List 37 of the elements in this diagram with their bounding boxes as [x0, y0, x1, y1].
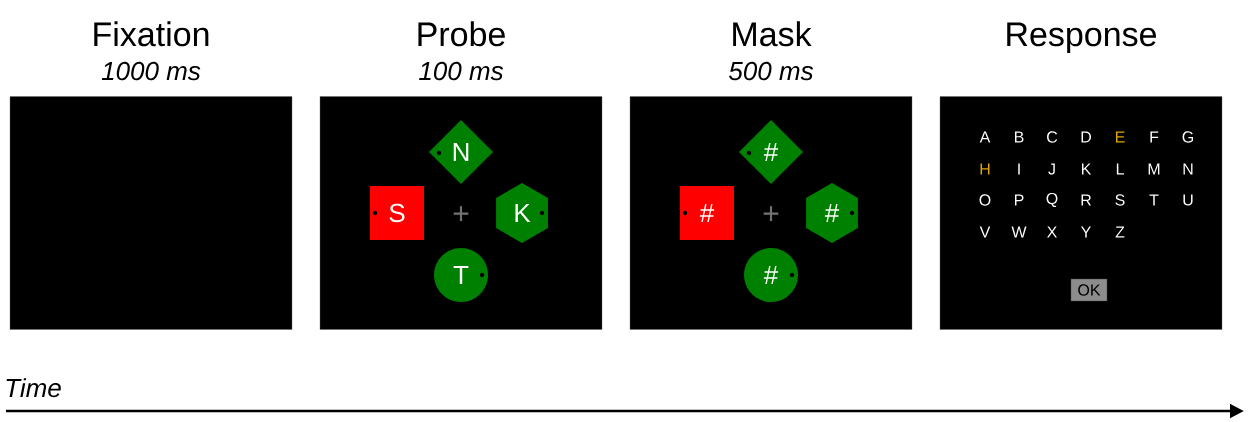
letter-option: J [1048, 163, 1055, 175]
letter-option: R [1081, 194, 1092, 206]
ok-button: OK [1070, 278, 1108, 302]
letter-option: I [1018, 163, 1020, 175]
letter-option: M [1148, 163, 1160, 175]
letter-option: W [1011, 226, 1027, 238]
letter-option: S [1115, 194, 1125, 206]
letter-option: N [1183, 163, 1193, 175]
letter-option: F [1150, 131, 1159, 143]
letter-option: K [1082, 163, 1092, 175]
title-text: Fixation [94, 21, 209, 47]
letter-option: C [1047, 131, 1058, 143]
letter-option: A [979, 131, 991, 143]
letter-option: X [1047, 226, 1057, 238]
letter-option: T [1149, 194, 1159, 206]
title-text: Response [1007, 22, 1156, 54]
letter-option: Y [1081, 226, 1091, 238]
letter-option: Z [1115, 226, 1125, 238]
letter-option: H [980, 163, 990, 175]
letter-option: G [1182, 131, 1193, 143]
letter-option: L [1116, 163, 1124, 175]
letter-option: U [1183, 194, 1193, 206]
letter-option: V [979, 226, 991, 238]
letter-option: E [1116, 131, 1125, 143]
letter-option: B [1015, 131, 1024, 143]
letter-option: Q [1046, 192, 1058, 208]
duration-text: 100 ms [419, 61, 504, 81]
duration-text: 1000 ms [101, 61, 201, 81]
fixation-cross: + [453, 206, 469, 221]
duration-text: 500 ms [728, 61, 814, 81]
letter-option: O [979, 194, 991, 206]
axis-label: Time [6, 378, 61, 398]
letter-option: P [1015, 194, 1024, 206]
fixation-cross: + [763, 206, 779, 221]
letter-option: D [1081, 131, 1091, 143]
title-text: Probe [418, 21, 505, 47]
title-text: Mask [733, 21, 812, 47]
